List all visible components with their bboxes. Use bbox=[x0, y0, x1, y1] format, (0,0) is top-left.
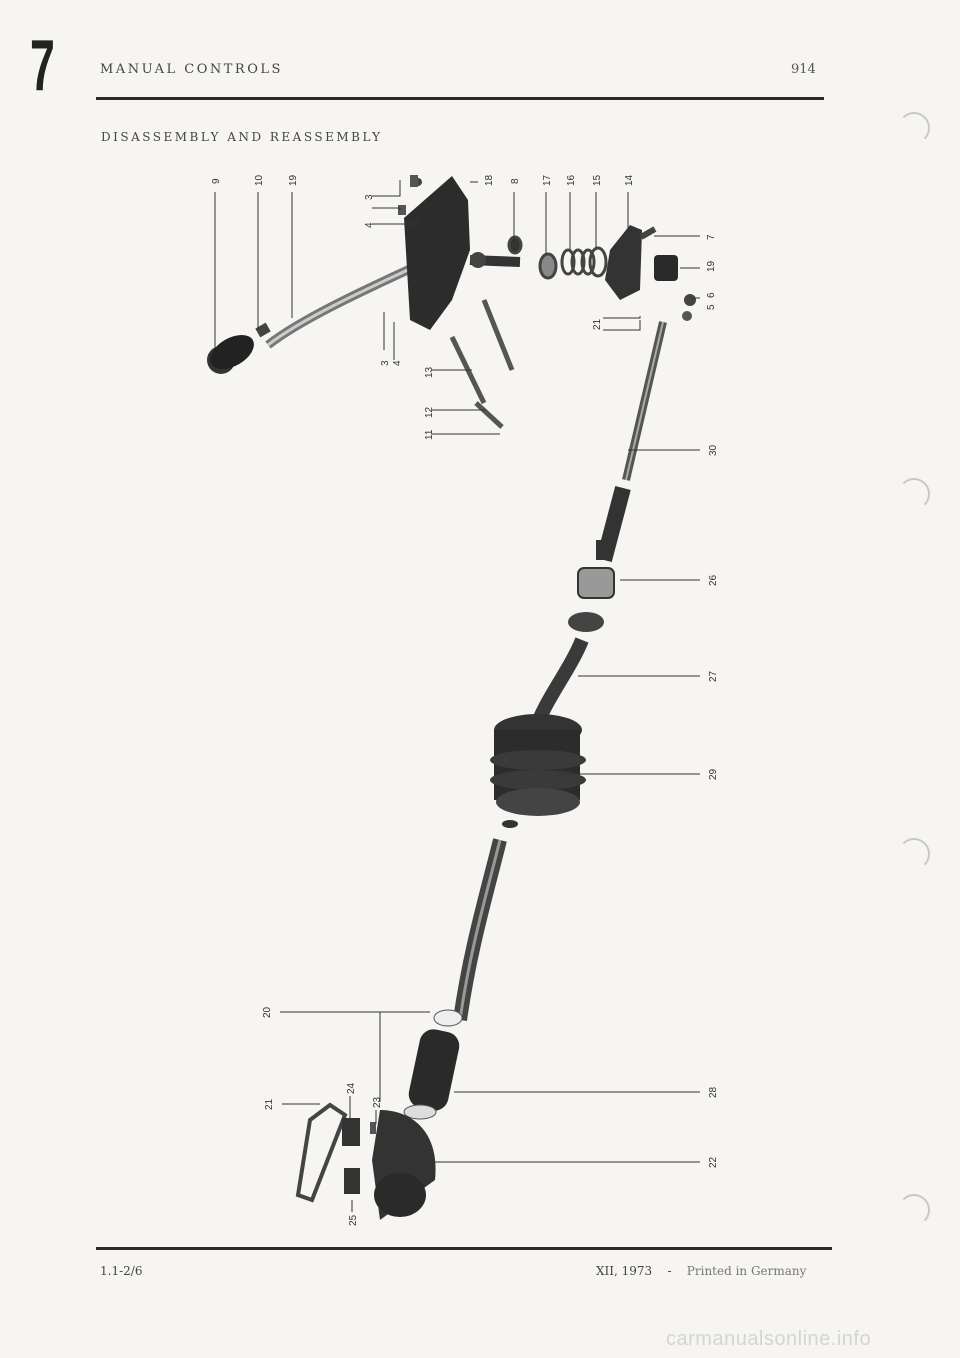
callout-label: 15 bbox=[592, 174, 603, 186]
exploded-view-diagram: 9 10 19 3 4 18 8 17 16 15 14 7 19 6 5 21… bbox=[207, 174, 719, 1226]
callout-label: 3 bbox=[380, 360, 391, 366]
callout-label: 30 bbox=[708, 444, 719, 456]
callout-label: 19 bbox=[288, 174, 299, 186]
shift-finger-part bbox=[605, 225, 696, 321]
pins-part bbox=[449, 299, 515, 429]
page-reference: 1.1-2/6 bbox=[100, 1264, 143, 1278]
leader-lines bbox=[214, 180, 700, 1212]
rear-boot-part bbox=[372, 1009, 463, 1220]
callout-label: 4 bbox=[364, 222, 375, 228]
callout-label: 22 bbox=[708, 1156, 719, 1168]
section-number: 7 bbox=[30, 26, 55, 106]
callout-label: 6 bbox=[706, 292, 717, 298]
callout-label: 13 bbox=[424, 366, 435, 378]
callout-label: 29 bbox=[708, 768, 719, 780]
callout-numbers: 9 10 19 3 4 18 8 17 16 15 14 7 19 6 5 21… bbox=[211, 174, 719, 1226]
callout-label: 11 bbox=[424, 429, 435, 440]
callout-label: 12 bbox=[424, 406, 435, 418]
housing-plate-part bbox=[398, 175, 521, 330]
footer-edition-info: XII, 1973 - Printed in Germany bbox=[596, 1264, 806, 1278]
callout-label: 9 bbox=[211, 178, 222, 184]
callout-label: 19 bbox=[706, 260, 717, 272]
callout-label: 7 bbox=[706, 234, 717, 240]
callout-label: 3 bbox=[364, 194, 375, 200]
outer-shift-rod-part bbox=[453, 838, 507, 1021]
callout-label: 21 bbox=[264, 1098, 275, 1110]
punch-hole-mark bbox=[898, 478, 930, 510]
coupling-part bbox=[528, 567, 615, 733]
callout-label: 4 bbox=[392, 360, 403, 366]
callout-label: 27 bbox=[708, 670, 719, 682]
section-title: MANUAL CONTROLS bbox=[100, 62, 283, 77]
page-subtitle: DISASSEMBLY AND REASSEMBLY bbox=[101, 130, 383, 144]
model-number: 914 bbox=[791, 62, 816, 77]
callout-label: 16 bbox=[566, 174, 577, 186]
shift-lever-part bbox=[207, 263, 414, 374]
inner-shift-rod-part bbox=[596, 321, 667, 563]
callout-label: 10 bbox=[254, 174, 265, 186]
footer-rule bbox=[96, 1247, 832, 1250]
punch-hole-mark bbox=[898, 838, 930, 870]
rubber-boot-part bbox=[490, 714, 586, 828]
callout-label: 24 bbox=[346, 1082, 357, 1094]
callout-label: 23 bbox=[372, 1096, 383, 1108]
printed-in: Printed in Germany bbox=[686, 1264, 807, 1278]
callout-label: 26 bbox=[708, 574, 719, 586]
clamp-bushing-part bbox=[295, 1102, 376, 1203]
callout-label: 18 bbox=[484, 174, 495, 186]
callout-label: 25 bbox=[348, 1214, 359, 1226]
edition-date: XII, 1973 bbox=[596, 1264, 653, 1278]
watermark-text: carmanualsonline.info bbox=[666, 1328, 872, 1350]
header-rule bbox=[96, 97, 824, 100]
punch-hole-mark bbox=[898, 1194, 930, 1226]
punch-hole-mark bbox=[898, 112, 930, 144]
callout-label: 17 bbox=[542, 174, 553, 186]
callout-label: 8 bbox=[510, 178, 521, 184]
callout-label: 14 bbox=[624, 174, 635, 186]
callout-label: 28 bbox=[708, 1086, 719, 1098]
footer-separator: - bbox=[667, 1264, 672, 1278]
spring-washer-part bbox=[507, 235, 608, 280]
callout-label: 5 bbox=[706, 304, 717, 310]
callout-label: 21 bbox=[592, 318, 603, 330]
callout-label: 20 bbox=[262, 1006, 273, 1018]
